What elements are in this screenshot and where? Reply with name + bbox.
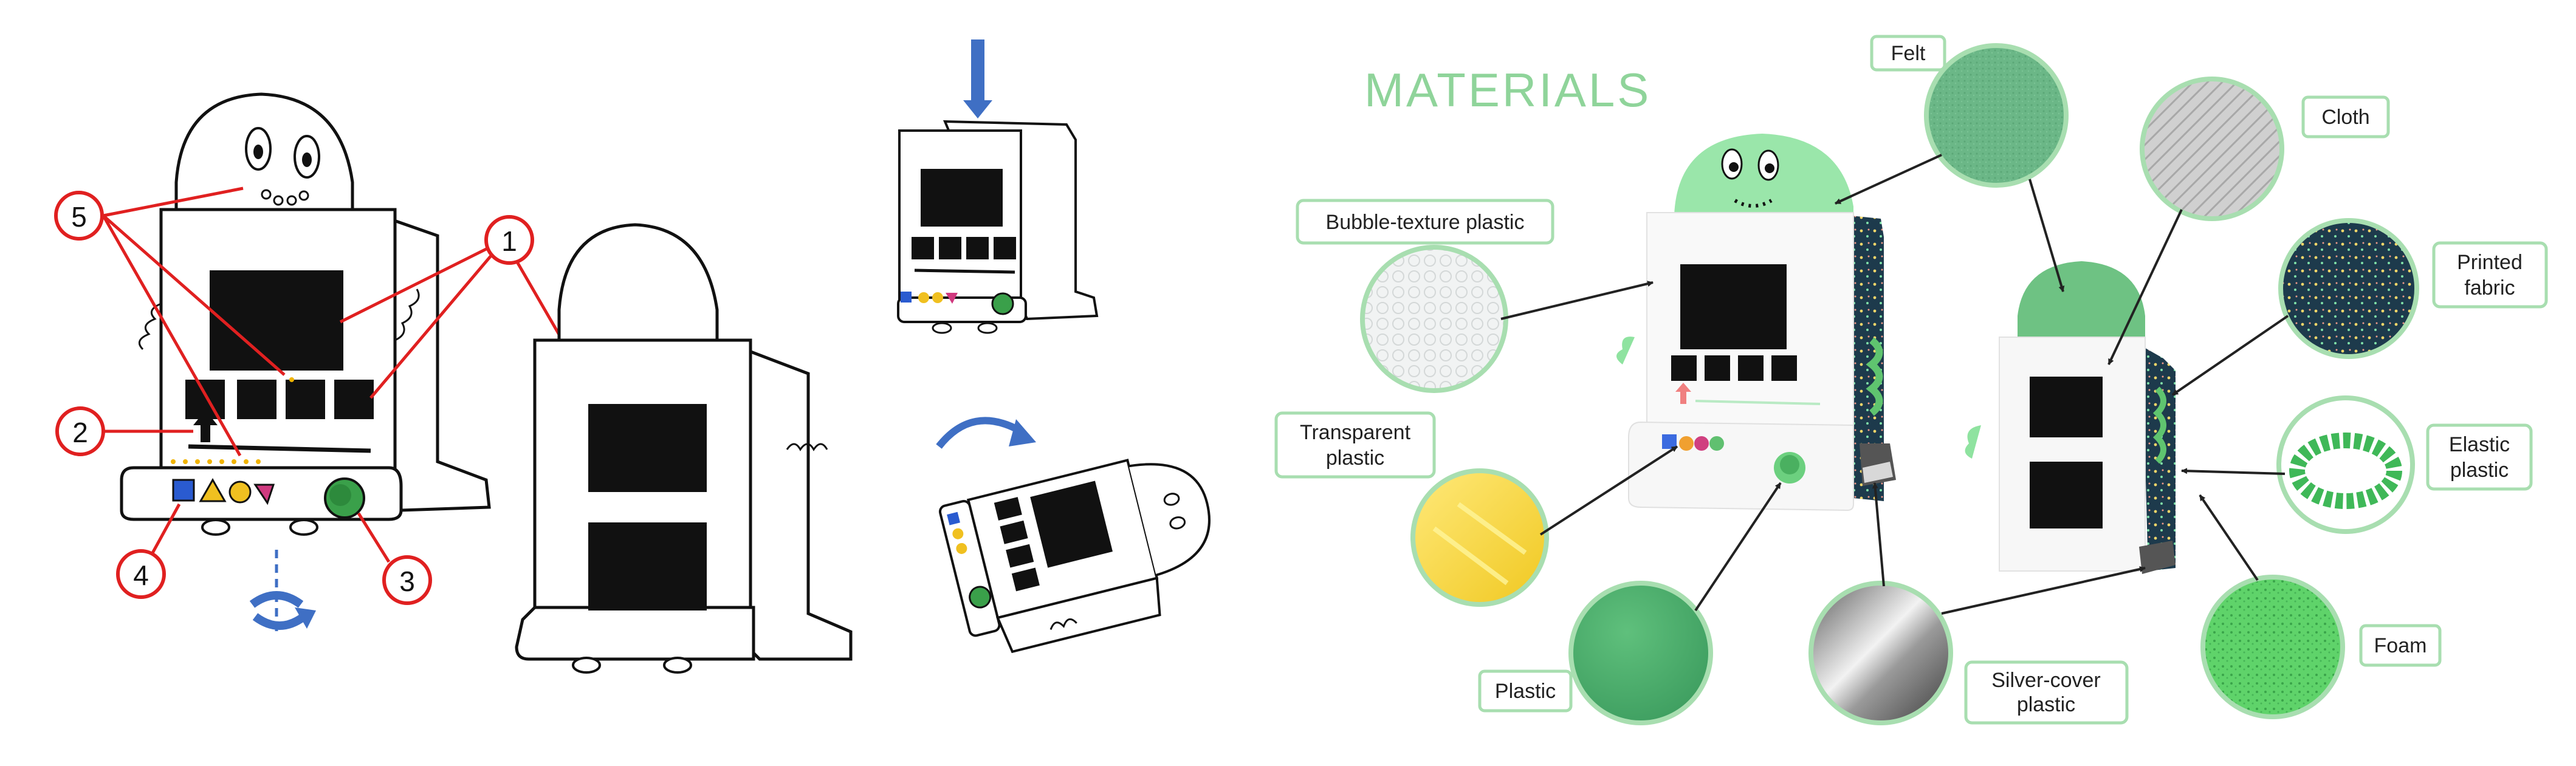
label-plastic-text: Plastic — [1495, 680, 1556, 703]
label-elastic-text-2: plastic — [2450, 459, 2509, 482]
label-elastic-plastic: Elastic plastic — [2426, 423, 2533, 491]
label-silver-text-1: Silver-cover — [1991, 669, 2100, 692]
robot-render-rear — [1965, 261, 2176, 574]
label-plastic: Plastic — [1478, 669, 1573, 713]
callout-number-4: 4 — [133, 559, 149, 591]
callout-number-1: 1 — [501, 225, 517, 257]
label-felt: Felt — [1870, 35, 1946, 72]
label-transparent-text-1: Transparent — [1300, 421, 1411, 444]
robot-top-view — [897, 39, 1099, 334]
callout-circle-3: 3 — [382, 555, 432, 605]
label-cloth: Cloth — [2301, 95, 2390, 138]
callout-circle-5: 5 — [54, 191, 104, 241]
callout-number-5: 5 — [71, 201, 87, 233]
callout-circle-4: 4 — [116, 549, 166, 599]
label-felt-text: Felt — [1891, 42, 1926, 65]
bubble-texture-swatch — [1360, 245, 1508, 393]
callout-circle-2: 2 — [55, 406, 105, 456]
robot-tilted-view — [936, 417, 1211, 654]
callout-circle-1: 1 — [484, 215, 534, 265]
robot-rear-drawing — [515, 223, 853, 674]
label-foam-text: Foam — [2374, 634, 2427, 657]
transparent-plastic-swatch — [1410, 468, 1549, 607]
felt-swatch — [1924, 43, 2069, 188]
label-printed-text-1: Printed — [2457, 251, 2523, 274]
materials-title: MATERIALS — [1364, 63, 1651, 117]
material-connector-lines — [1500, 154, 2289, 615]
callout-number-3: 3 — [399, 566, 415, 597]
label-bubble-text: Bubble-texture plastic — [1326, 211, 1525, 234]
label-elastic-text-1: Elastic — [2449, 433, 2510, 456]
label-cloth-text: Cloth — [2321, 106, 2369, 129]
label-silver-cover-plastic: Silver-cover plastic — [1964, 660, 2129, 725]
label-printed-text-2: fabric — [2464, 276, 2515, 299]
label-silver-text-2: plastic — [2017, 693, 2075, 716]
callout-number-2: 2 — [72, 417, 88, 448]
elastic-plastic-swatch — [2276, 395, 2415, 534]
plastic-swatch — [1568, 581, 1713, 725]
foam-swatch — [2200, 575, 2345, 719]
silver-cover-swatch — [1808, 581, 1953, 725]
cloth-swatch — [2140, 77, 2284, 221]
label-transparent-text-2: plastic — [1326, 446, 1384, 470]
label-transparent-plastic: Transparent plastic — [1274, 411, 1436, 479]
label-bubble-texture: Bubble-texture plastic — [1296, 199, 1554, 245]
printed-fabric-swatch — [2278, 218, 2419, 359]
label-printed-fabric: Printed fabric — [2432, 241, 2548, 309]
label-foam: Foam — [2359, 624, 2442, 667]
rotate-axis-icon — [249, 550, 316, 632]
robot-front-drawing — [120, 92, 491, 536]
robot-render-front — [1616, 134, 1896, 511]
